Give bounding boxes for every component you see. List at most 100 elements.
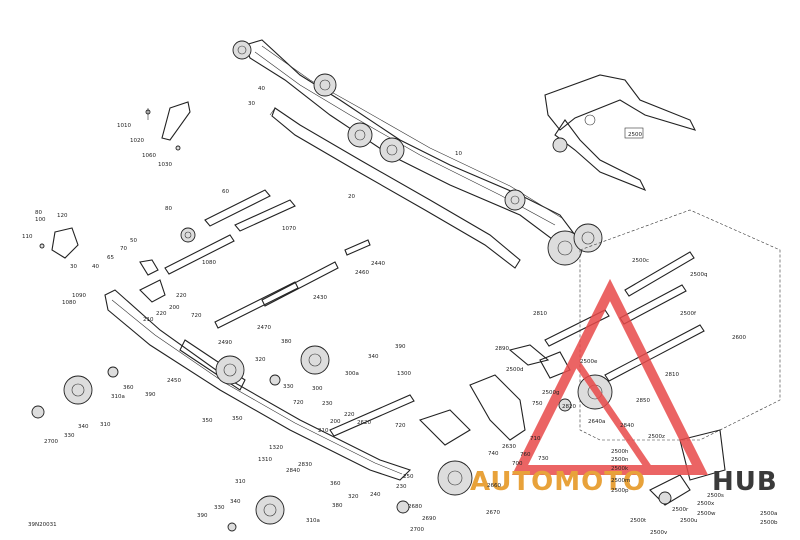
part-label: 1060 <box>142 153 156 159</box>
part-label: 200 <box>330 419 341 425</box>
part-label: 2600 <box>732 335 746 341</box>
part-label: 2500r <box>672 507 689 513</box>
part-label: 50 <box>130 238 137 244</box>
part-label: 760 <box>520 452 531 458</box>
part-label: 340 <box>78 424 89 430</box>
part-label: 250 <box>403 474 414 480</box>
upper-rail-assembly <box>232 39 603 266</box>
part-label: 390 <box>145 392 156 398</box>
upper-shafts <box>164 189 296 275</box>
part-label: 2470 <box>257 325 271 331</box>
part-label: 2630 <box>502 444 516 450</box>
part-label: 360 <box>123 385 134 391</box>
part-label: 320 <box>255 357 266 363</box>
part-label: 2500h <box>611 449 629 455</box>
part-label: 740 <box>488 451 499 457</box>
part-label: 120 <box>57 213 68 219</box>
part-label: 40 <box>92 264 99 270</box>
part-label: 2680 <box>408 504 422 510</box>
part-label: 1010 <box>117 123 131 129</box>
rear-rail-section <box>469 374 526 441</box>
part-label: 2810 <box>533 311 547 317</box>
part-label: 2500n <box>611 457 629 463</box>
watermark-text-secondary: HUB <box>712 467 778 497</box>
part-label: 2500s <box>707 493 724 499</box>
slide-strip <box>271 107 521 269</box>
part-label: 390 <box>197 513 208 519</box>
part-label: 2430 <box>313 295 327 301</box>
part-label: 2500t <box>630 518 647 524</box>
part-label: 2840 <box>286 468 300 474</box>
part-label: 2640a <box>588 419 605 425</box>
part-label: 1030 <box>158 162 172 168</box>
part-label: 2500d <box>506 367 524 373</box>
watermark-logo <box>511 278 709 475</box>
part-label: 2500w <box>697 511 716 517</box>
part-label: 2460 <box>355 270 369 276</box>
part-label: 2810 <box>665 372 679 378</box>
part-label: 310 <box>100 422 111 428</box>
stopper-assembly <box>145 101 191 151</box>
part-label: 730 <box>538 456 549 462</box>
part-label: 1300 <box>397 371 411 377</box>
part-label: 2620 <box>357 420 371 426</box>
part-label: 2500k <box>611 466 629 472</box>
triangle-logo-icon <box>511 278 709 475</box>
part-label: 380 <box>281 339 292 345</box>
part-label: 380 <box>332 503 343 509</box>
part-label: 210 <box>318 428 329 434</box>
part-label: 2500c <box>632 258 649 264</box>
part-label: 390 <box>395 344 406 350</box>
part-label: 65 <box>107 255 114 261</box>
part-label: 1080 <box>62 300 76 306</box>
part-label: 2820 <box>562 404 576 410</box>
part-label: 2500p <box>611 488 629 494</box>
part-label: 60 <box>222 189 229 195</box>
part-label: 210 <box>143 317 154 323</box>
part-label: 1090 <box>72 293 86 299</box>
part-label: 2500a <box>760 511 777 517</box>
part-label: 750 <box>532 401 543 407</box>
part-label: 330 <box>64 433 75 439</box>
part-label: 2500b <box>760 520 778 526</box>
part-label: 720 <box>293 400 304 406</box>
part-label: 350 <box>232 416 243 422</box>
part-label: 2500g <box>542 390 560 396</box>
part-label: 240 <box>370 492 381 498</box>
part-label: 2440 <box>371 261 385 267</box>
part-label: 2690 <box>422 516 436 522</box>
part-label: 300 <box>312 386 323 392</box>
diagram-code: 39N20031 <box>28 522 57 528</box>
part-labels: 10 20 30 40 1010 1020 1060 1030 2500 60 … <box>22 86 778 536</box>
part-label: 40 <box>258 86 265 92</box>
part-label: 30 <box>248 101 255 107</box>
part-label: 80 <box>165 206 172 212</box>
part-label: 720 <box>191 313 202 319</box>
part-label: 20 <box>348 194 355 200</box>
part-label: 2700 <box>44 439 58 445</box>
part-label: 220 <box>176 293 187 299</box>
part-label: 2500x <box>697 501 715 507</box>
part-label: 2500v <box>650 530 668 536</box>
part-label: 1070 <box>282 226 296 232</box>
part-label: 200 <box>169 305 180 311</box>
part-label: 70 <box>120 246 127 252</box>
part-label: 1020 <box>130 138 144 144</box>
part-label: 2500m <box>611 478 630 484</box>
part-label: 2660 <box>487 483 501 489</box>
part-label: 700 <box>512 461 523 467</box>
part-label: 310a <box>111 394 125 400</box>
part-label: 2500q <box>690 272 708 278</box>
part-label: 2490 <box>218 340 232 346</box>
part-label: 2830 <box>298 462 312 468</box>
part-label: 230 <box>322 401 333 407</box>
part-label: 2890 <box>495 346 509 352</box>
part-label: 710 <box>530 436 541 442</box>
part-label: 340 <box>368 354 379 360</box>
part-label: 2850 <box>636 398 650 404</box>
part-label: 2500 <box>628 132 642 138</box>
part-label: 2500u <box>680 518 697 524</box>
front-arm-assembly <box>544 74 697 192</box>
part-label: 2700 <box>410 527 424 533</box>
